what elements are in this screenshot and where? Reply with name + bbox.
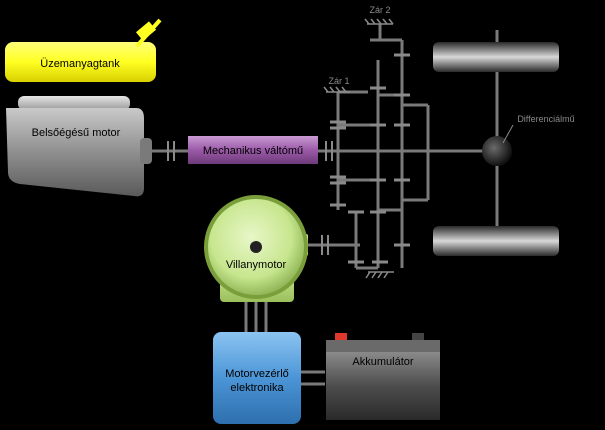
- battery: Akkumulátor: [326, 333, 440, 420]
- ground-hatch-icon: [365, 271, 394, 279]
- gear-teeth: [330, 53, 410, 264]
- battery-leads: [301, 370, 325, 386]
- controller-body: [213, 332, 301, 424]
- mechanical-transmission: Mechanikus váltómű: [188, 136, 318, 164]
- fuel-nozzle-handle: [135, 21, 157, 41]
- ground-hatch-line: [388, 18, 394, 25]
- controller-label-line1: Motorvezérlő: [225, 368, 289, 380]
- controller-label-line2: elektronika: [230, 382, 284, 394]
- couplings: [167, 141, 333, 255]
- ground-hatch-line: [323, 86, 329, 93]
- ground-hatch-line: [365, 271, 371, 279]
- lock1-label: Zár 1: [328, 76, 349, 86]
- ground-hatch-line: [341, 86, 347, 93]
- engine-top-cover: [18, 96, 130, 110]
- fuel-tank-label: Üzemanyagtank: [40, 58, 120, 70]
- motor-label: Villanymotor: [226, 259, 287, 271]
- engine-flywheel: [140, 138, 152, 164]
- transmission-label: Mechanikus váltómű: [203, 145, 303, 157]
- ground-hatch-icon: [323, 86, 350, 93]
- fuel-nozzle-icon: [135, 18, 162, 48]
- lock2-label: Zár 2: [369, 5, 390, 15]
- ground-hatch-line: [335, 86, 341, 93]
- ground-hatch-line: [370, 18, 376, 25]
- ground-hatch-icon: [364, 18, 394, 25]
- battery-terminal-negative: [412, 333, 424, 340]
- wheel-top-tire: [433, 42, 559, 72]
- engine-body: [6, 108, 144, 197]
- battery-label: Akkumulátor: [352, 356, 413, 368]
- combustion-engine: Belsőégésű motor: [6, 96, 152, 197]
- engine-label: Belsőégésű motor: [32, 127, 121, 139]
- ground-hatch-line: [377, 271, 383, 279]
- motor-rotor: [250, 241, 262, 253]
- motor-controller: Motorvezérlő elektronika: [213, 332, 301, 424]
- differential: Differenciálmű: [482, 114, 575, 166]
- differential-housing: [482, 136, 512, 166]
- transmission-body: [188, 136, 318, 164]
- ground-hatch-line: [329, 86, 335, 93]
- differential-label: Differenciálmű: [517, 114, 574, 124]
- differential-leader: [502, 124, 514, 144]
- battery-lid: [326, 340, 440, 352]
- fuel-tank: Üzemanyagtank: [5, 42, 156, 82]
- battery-body: [326, 352, 440, 420]
- fuel-tank-body: [5, 42, 156, 82]
- wheel-bottom: [433, 226, 559, 256]
- ground-hatch-line: [371, 271, 377, 279]
- ground-hatch-line: [376, 18, 382, 25]
- wheel-top: [433, 30, 559, 72]
- ground-hatch-line: [382, 18, 388, 25]
- electric-motor: Villanymotor: [204, 195, 308, 302]
- wheel-bottom-tire: [433, 226, 559, 256]
- ground-hatch-line: [364, 18, 370, 25]
- battery-terminal-positive: [335, 333, 347, 340]
- ground-hatch-line: [383, 271, 389, 279]
- motor-power-leads: [244, 302, 268, 332]
